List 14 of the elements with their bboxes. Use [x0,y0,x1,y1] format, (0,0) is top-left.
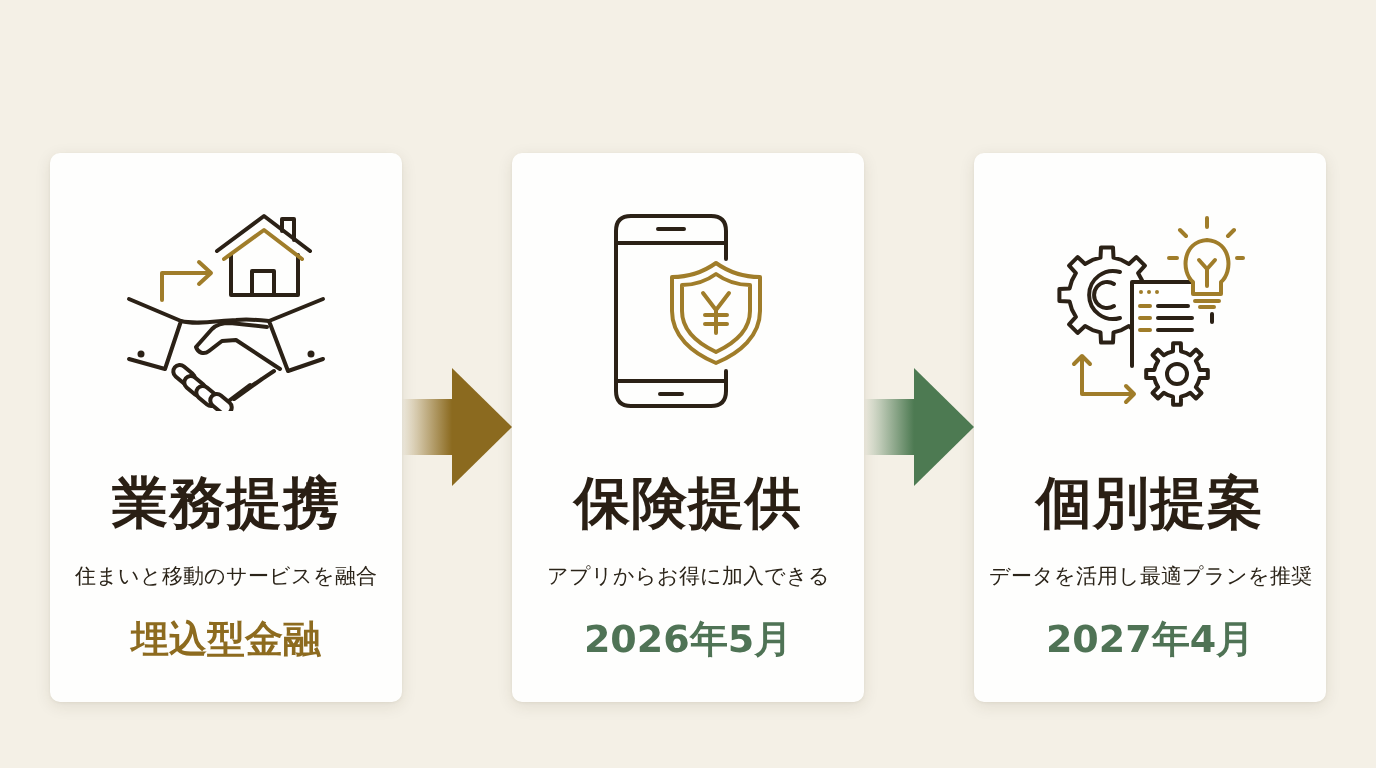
arrow [864,368,974,486]
step-description: アプリからお得に加入できる [546,564,830,590]
step-description: データを活用し最適プランを推奨 [988,564,1312,590]
step-title: 業務提携 [112,469,340,537]
highlight-text: 2026年5月 [583,617,793,663]
highlight-text: 埋込型金融 [131,617,321,663]
process-card [50,153,402,702]
arrow [402,368,512,486]
step-title: 保険提供 [574,469,802,537]
step-description: 住まいと移動のサービスを融合 [75,564,377,590]
step-title: 個別提案 [1036,469,1264,537]
process-card [512,153,864,702]
process-card [974,153,1326,702]
highlight-text: 2027年4月 [1045,617,1255,663]
